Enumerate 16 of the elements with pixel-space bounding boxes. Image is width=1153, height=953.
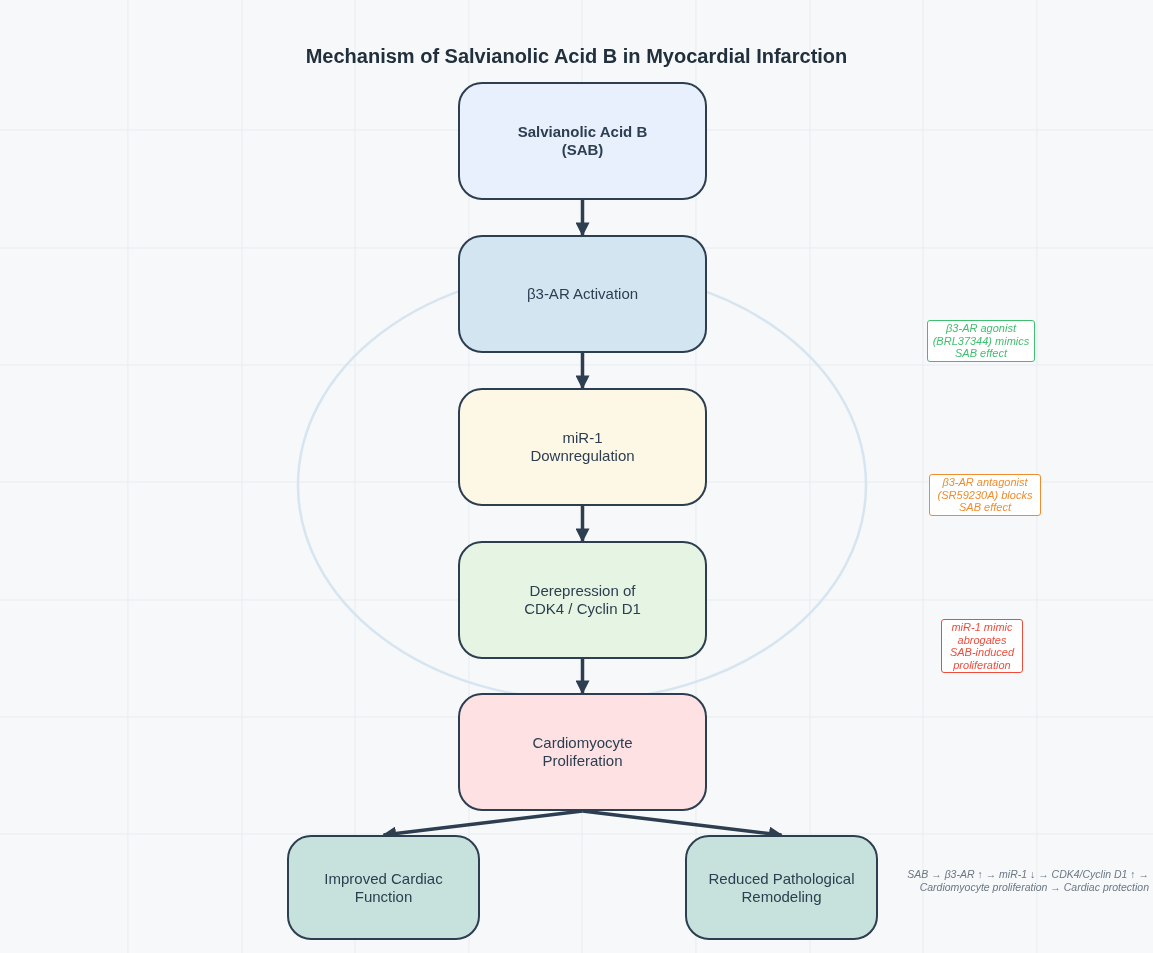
note-box: β3-AR agonist (BRL37344) mimics SAB effect <box>927 320 1035 362</box>
process-box: miR-1 Downregulation <box>458 388 707 506</box>
process-box: Improved Cardiac Function <box>287 835 480 940</box>
arrow <box>575 200 590 237</box>
arrow <box>575 659 590 695</box>
process-box: β3-AR Activation <box>458 235 707 353</box>
arrow <box>575 506 590 543</box>
note-box: miR-1 mimic abrogates SAB-induced proliferation <box>941 619 1023 673</box>
arrow <box>575 353 590 390</box>
process-box: Reduced Pathological Remodeling <box>685 835 878 940</box>
summary-note: SAB → β3-AR ↑ → miR-1 ↓ → CDK4/Cyclin D1 ↑ → Cardiomyocyte proliferation → Cardiac protection <box>906 868 1149 894</box>
diagram-title: Mechanism of Salvianolic Acid B in Myocardial Infarction <box>304 45 849 68</box>
process-box: Derepression of CDK4 / Cyclin D1 <box>458 541 707 659</box>
process-box: Cardiomyocyte Proliferation <box>458 693 707 811</box>
note-box: β3-AR antagonist (SR59230A) blocks SAB effect <box>929 474 1041 516</box>
process-box: Salvianolic Acid B (SAB) <box>458 82 707 200</box>
